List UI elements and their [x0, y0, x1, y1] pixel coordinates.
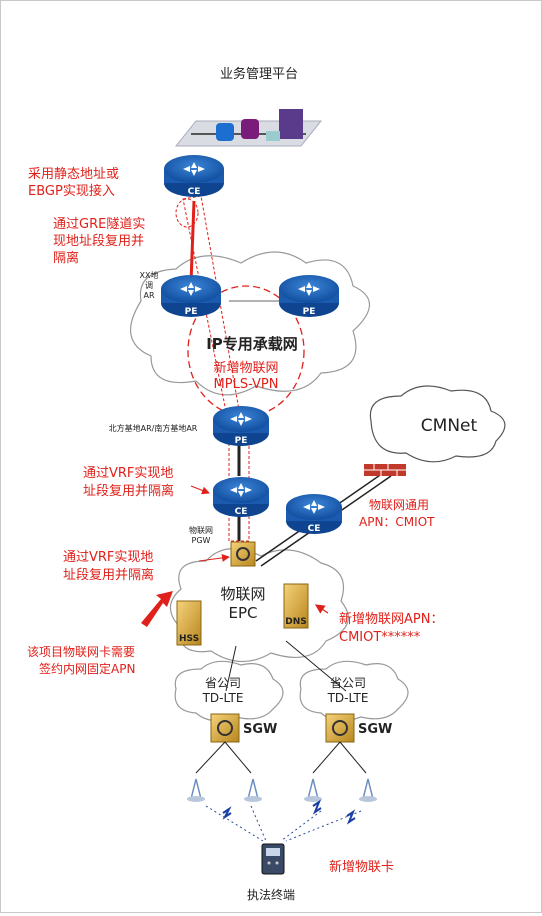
dns-server-icon: DNS — [283, 583, 309, 629]
xx-ar-label-1: XX地 — [140, 270, 159, 280]
mpls-label-1: 新增物联网 — [213, 360, 278, 376]
firewall-icon — [364, 464, 406, 476]
annotation-iot-apn-2: APN：CMIOT — [359, 515, 435, 529]
epc-label-2: EPC — [229, 604, 258, 622]
province-a-label-1: 省公司 — [205, 676, 241, 690]
svg-text:HSS: HSS — [179, 634, 199, 644]
mpls-vpn-ring — [187, 285, 305, 417]
annotation-new-apn-1: 新增物联网APN： — [339, 611, 443, 627]
pgw-label-1: 物联网 — [189, 525, 213, 535]
router-ce-right: CE — [286, 494, 342, 534]
annotation-new-card: 新增物联卡 — [329, 859, 394, 875]
ip-network-label: IP专用承载网 — [206, 335, 298, 353]
link-epc-right — [285, 640, 347, 692]
svg-text:CE: CE — [235, 507, 248, 517]
ce-link-ring — [175, 198, 199, 228]
annotation-new-apn-2: CMIOT****** — [339, 630, 421, 645]
base-station-icon-1 — [187, 778, 205, 802]
north-south-ar-label: 北方基地AR/南方基地AR — [109, 423, 198, 433]
svg-text:SGW: SGW — [358, 722, 392, 737]
xx-ar-label-3: AR — [143, 291, 154, 300]
svg-text:CE: CE — [188, 187, 201, 197]
sgw-left-icon: SGW — [210, 713, 277, 743]
dotted-link-1 — [205, 805, 264, 842]
annotation-vrf2-1: 通过VRF实现地 — [63, 550, 153, 565]
base-station-icon-4 — [359, 778, 377, 802]
province-a-label-2: TD-LTE — [202, 691, 244, 705]
pgw-label-2: PGW — [192, 536, 211, 545]
dotted-link-2 — [250, 805, 267, 842]
annotation-vrf2-2: 址段复用并隔离 — [63, 567, 154, 583]
annotation-sim-1: 该项目物联网卡需要 — [27, 645, 135, 659]
arrow-vrf1 — [190, 485, 210, 495]
svg-text:PE: PE — [185, 307, 198, 317]
terminal-device-icon — [261, 843, 285, 875]
annotation-sim-2: 签约内网固定APN — [39, 661, 135, 676]
annotation-static-addr-1: 采用静态地址或 — [28, 167, 119, 182]
wireless-signal-icon-3 — [346, 809, 356, 825]
svg-text:PE: PE — [235, 436, 248, 446]
arrow-vrf2 — [198, 553, 230, 562]
dotted-link-3 — [280, 810, 322, 842]
router-pe-right: PE — [279, 275, 339, 317]
svg-text:PE: PE — [303, 307, 316, 317]
annotation-vrf1-1: 通过VRF实现地 — [83, 466, 173, 481]
base-station-icon-3 — [304, 778, 322, 802]
arrow-dns — [315, 604, 329, 614]
mpls-label-2: MPLS-VPN — [214, 377, 279, 392]
svg-text:CE: CE — [308, 524, 321, 534]
link-sgw-left — [195, 741, 226, 774]
link-ce-pe-red — [189, 200, 196, 284]
hss-server-icon: HSS — [176, 600, 202, 646]
cmnet-label: CMNet — [421, 416, 478, 436]
base-station-icon-2 — [244, 778, 262, 802]
arrow-sim-big — [141, 591, 173, 627]
pgw-icon — [230, 541, 256, 567]
province-b-label-2: TD-LTE — [327, 691, 369, 705]
wireless-signal-icon-2 — [312, 799, 322, 815]
annotation-vrf1-2: 址段复用并隔离 — [83, 483, 174, 499]
annotation-static-addr-2: EBGP实现接入 — [28, 183, 115, 199]
annotation-gre-3: 隔离 — [53, 250, 79, 266]
link-epc-left — [225, 645, 237, 692]
router-pe-left: PE — [161, 275, 221, 317]
svg-text:DNS: DNS — [285, 617, 307, 627]
annotation-gre-2: 现地址段复用并 — [53, 234, 144, 249]
annotation-iot-apn-1: 物联网通用 — [369, 498, 429, 512]
wireless-signal-icon-1 — [222, 806, 232, 820]
link-sgw-right — [312, 741, 341, 774]
link-sgw-right-b — [339, 741, 367, 774]
cmnet-cloud — [369, 385, 506, 463]
province-b-label-1: 省公司 — [330, 676, 366, 690]
server-rack-icon — [174, 109, 323, 147]
platform-title: 业务管理平台 — [220, 66, 298, 82]
router-ce-top: CE — [164, 155, 224, 197]
province-cloud-left — [174, 660, 284, 722]
terminal-label: 执法终端 — [247, 887, 295, 902]
epc-label-1: 物联网 — [220, 585, 265, 603]
province-cloud-right — [299, 660, 409, 722]
router-ce-mid: CE — [213, 477, 269, 517]
xx-ar-label-2: 调 — [145, 281, 153, 290]
svg-text:SGW: SGW — [243, 722, 277, 737]
router-pe-mid: PE — [213, 406, 269, 446]
annotation-gre-1: 通过GRE隧道实 — [53, 216, 145, 232]
link-sgw-left-b — [224, 741, 252, 774]
dotted-link-4 — [285, 810, 362, 842]
